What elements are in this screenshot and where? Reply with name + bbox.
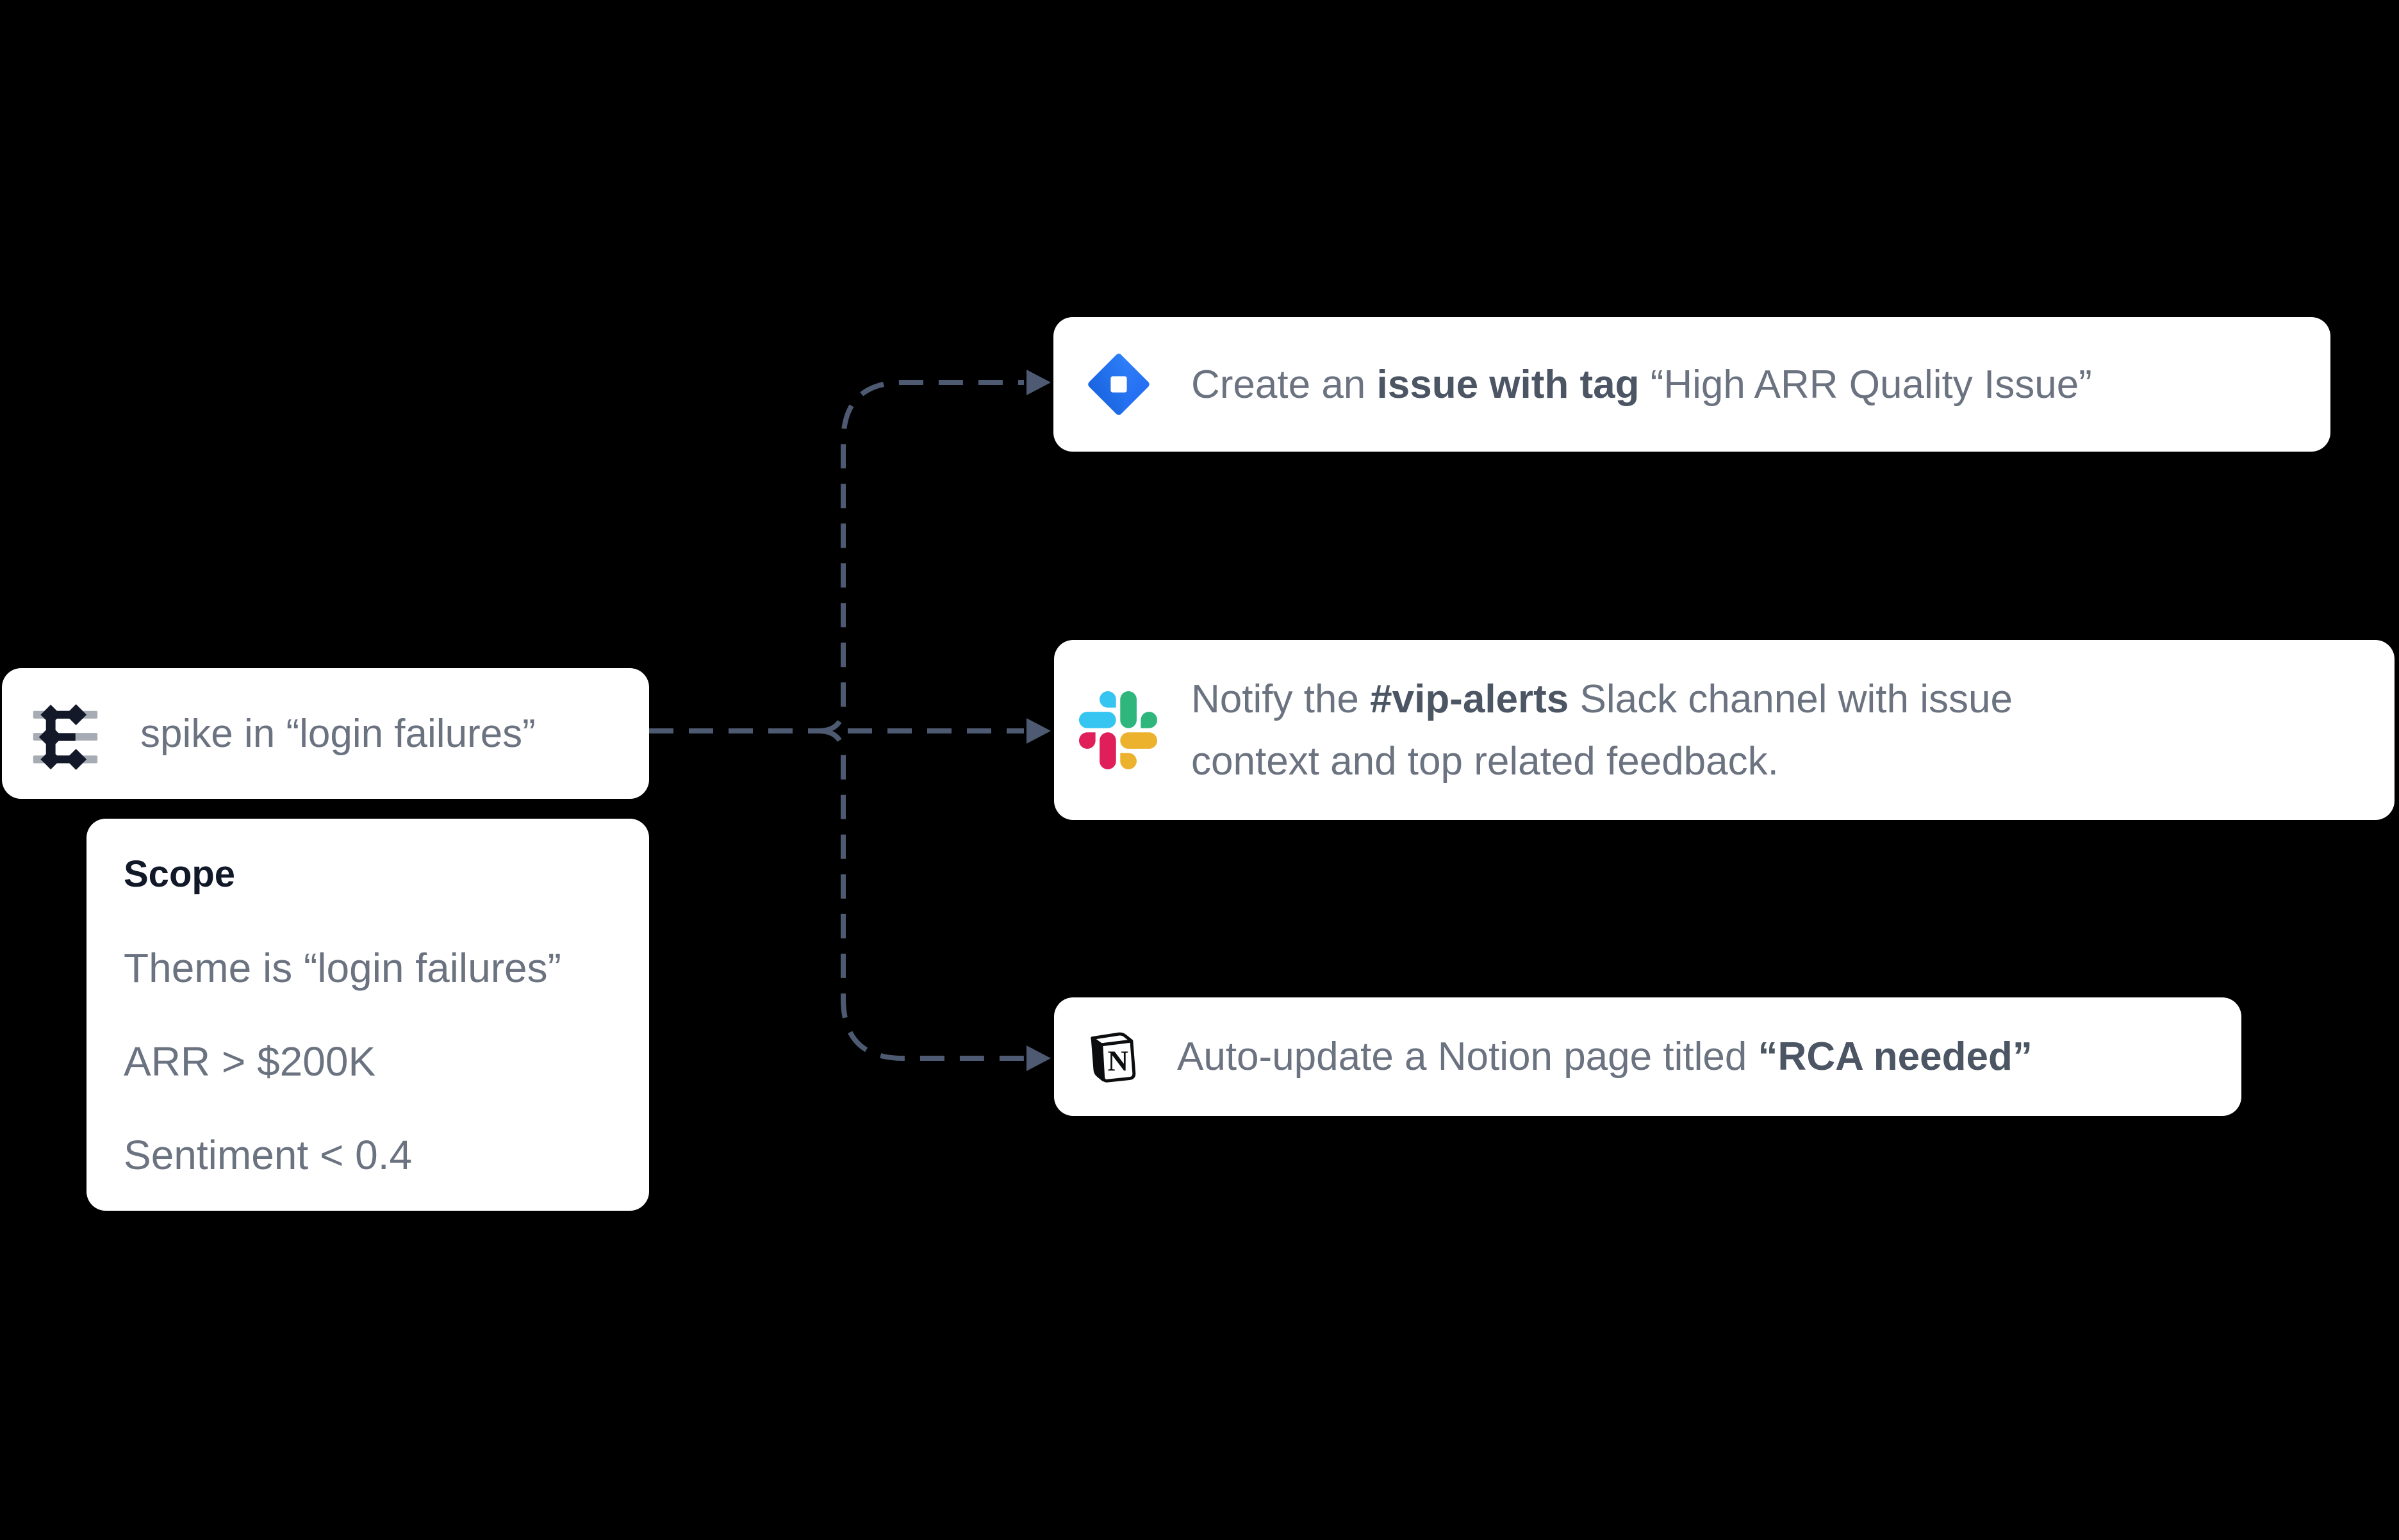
scope-item-theme: Theme is “login failures” <box>124 945 561 991</box>
trigger-node: spike in “login failures” <box>2 668 649 799</box>
scope-card: Scope Theme is “login failures” ARR > $2… <box>87 819 649 1211</box>
action-text-notion: Auto-update a Notion page titled “RCA ne… <box>1177 1035 2032 1079</box>
notion-logo-icon: N <box>1080 1026 1142 1088</box>
arrowhead-jira-icon <box>1026 370 1051 395</box>
action-text-jira: Create an issue with tag “High ARR Quali… <box>1191 362 2092 407</box>
scope-item-arr: ARR > $200K <box>124 1038 376 1085</box>
slack-logo-icon <box>1079 691 1157 769</box>
action-card-slack: Notify the #vip-alerts Slack channel wit… <box>1054 640 2395 820</box>
arrowhead-notion-icon <box>1026 1045 1051 1071</box>
trigger-label: spike in “login failures” <box>140 711 536 756</box>
jira-logo-icon <box>1085 350 1153 418</box>
enterpret-logo-icon <box>31 696 98 771</box>
connector-branch-to-jira <box>818 380 1024 733</box>
action-text-slack: Notify the #vip-alerts Slack channel wit… <box>1191 676 2013 783</box>
scope-item-sentiment: Sentiment < 0.4 <box>124 1132 413 1178</box>
action-card-notion: N Auto-update a Notion page titled “RCA … <box>1054 997 2241 1116</box>
arrowhead-slack-icon <box>1026 718 1051 744</box>
svg-text:N: N <box>1107 1045 1128 1077</box>
connector-branch-to-notion <box>818 728 1024 1061</box>
scope-title: Scope <box>124 853 236 895</box>
action-card-jira: Create an issue with tag “High ARR Quali… <box>1053 317 2330 452</box>
